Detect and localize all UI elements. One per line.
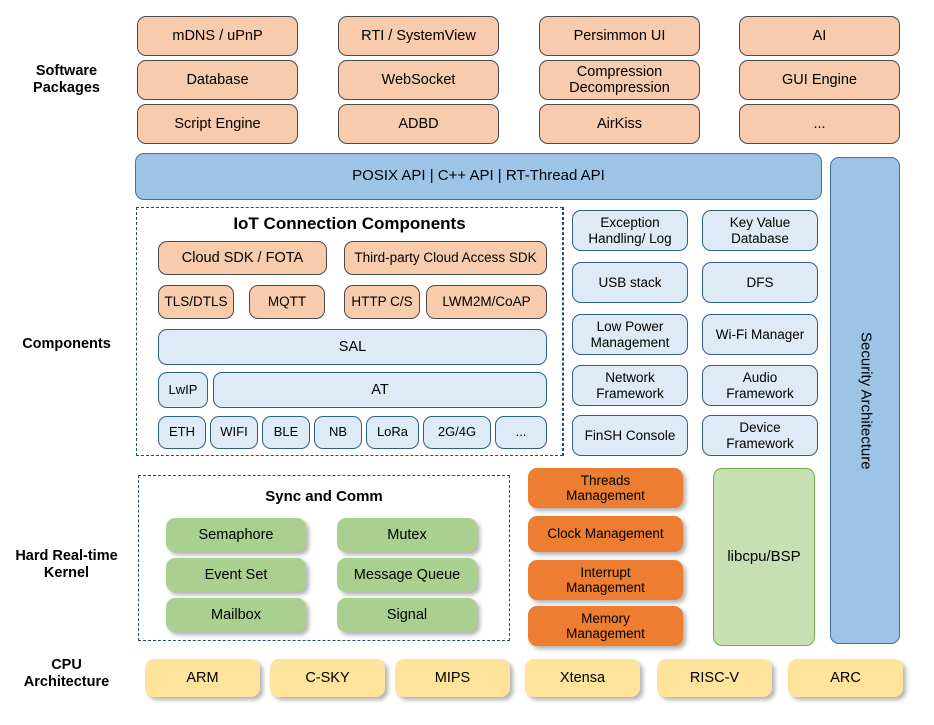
sync-and-comm-title: Sync and Comm: [265, 488, 383, 505]
package-websocket[interactable]: WebSocket: [338, 60, 499, 100]
libcpu-bsp[interactable]: libcpu/BSP: [713, 468, 815, 646]
kernel-threads-management[interactable]: Threads Management: [528, 468, 683, 508]
security-architecture-column[interactable]: Security Architecture: [830, 157, 900, 644]
component-wifi-manager[interactable]: Wi-Fi Manager: [702, 314, 818, 355]
row-label-components: Components: [22, 336, 111, 352]
package-database[interactable]: Database: [137, 60, 298, 100]
package-adbd[interactable]: ADBD: [338, 104, 499, 144]
iot-link-nb[interactable]: NB: [314, 416, 362, 449]
kernel-clock-management[interactable]: Clock Management: [528, 516, 683, 552]
iot-link-2g-4g[interactable]: 2G/4G: [423, 416, 491, 449]
kernel-interrupt-management[interactable]: Interrupt Management: [528, 560, 683, 600]
iot-lwip[interactable]: LwIP: [158, 372, 208, 408]
iot-lwm2m-coap[interactable]: LWM2M/CoAP: [426, 285, 547, 319]
iot-link-eth[interactable]: ETH: [158, 416, 206, 449]
sync-event-set[interactable]: Event Set: [166, 558, 306, 592]
component-low-power-management[interactable]: Low Power Management: [572, 314, 688, 355]
iot-link-wifi[interactable]: WIFI: [210, 416, 258, 449]
component-network-framework[interactable]: Network Framework: [572, 365, 688, 406]
cpu-c-sky[interactable]: C-SKY: [270, 659, 385, 697]
iot-link-lora[interactable]: LoRa: [366, 416, 419, 449]
package-mdns-upnp[interactable]: mDNS / uPnP: [137, 16, 298, 56]
iot-tls-dtls[interactable]: TLS/DTLS: [158, 285, 234, 319]
api-bar[interactable]: POSIX API | C++ API | RT-Thread API: [135, 153, 822, 200]
security-architecture-label: Security Architecture: [857, 331, 875, 470]
sync-and-comm-group: [138, 475, 510, 641]
iot-link-ble[interactable]: BLE: [262, 416, 310, 449]
cpu-risc-v[interactable]: RISC-V: [657, 659, 772, 697]
row-label-cpu-architecture: CPU Architecture: [23, 657, 110, 691]
cpu-arc[interactable]: ARC: [788, 659, 903, 697]
package-more[interactable]: ...: [739, 104, 900, 144]
iot-cloud-sdk-fota[interactable]: Cloud SDK / FOTA: [158, 241, 327, 275]
kernel-memory-management[interactable]: Memory Management: [528, 606, 683, 646]
sync-semaphore[interactable]: Semaphore: [166, 518, 306, 552]
package-rti-systemview[interactable]: RTI / SystemView: [338, 16, 499, 56]
package-compression-decompression[interactable]: Compression Decompression: [539, 60, 700, 100]
components-right-group: [563, 207, 822, 456]
row-label-software-packages: Software Packages: [33, 63, 100, 97]
iot-connection-group: [136, 207, 563, 456]
package-ai[interactable]: AI: [739, 16, 900, 56]
sync-mailbox[interactable]: Mailbox: [166, 598, 306, 632]
row-label-kernel: Hard Real-time Kernel: [15, 548, 118, 582]
cpu-mips[interactable]: MIPS: [395, 659, 510, 697]
package-persimmon-ui[interactable]: Persimmon UI: [539, 16, 700, 56]
iot-connection-title: IoT Connection Components: [233, 214, 466, 233]
sync-signal[interactable]: Signal: [337, 598, 477, 632]
component-audio-framework[interactable]: Audio Framework: [702, 365, 818, 406]
component-device-framework[interactable]: Device Framework: [702, 415, 818, 456]
component-exception-handling-log[interactable]: Exception Handling/ Log: [572, 210, 688, 251]
iot-link-more[interactable]: ...: [495, 416, 547, 449]
iot-http-cs[interactable]: HTTP C/S: [344, 285, 420, 319]
iot-at[interactable]: AT: [213, 372, 547, 408]
iot-sal[interactable]: SAL: [158, 329, 547, 365]
cpu-xtensa[interactable]: Xtensa: [525, 659, 640, 697]
package-airkiss[interactable]: AirKiss: [539, 104, 700, 144]
iot-third-party-cloud-access-sdk[interactable]: Third-party Cloud Access SDK: [344, 241, 547, 275]
package-script-engine[interactable]: Script Engine: [137, 104, 298, 144]
sync-mutex[interactable]: Mutex: [337, 518, 477, 552]
iot-mqtt[interactable]: MQTT: [249, 285, 325, 319]
component-usb-stack[interactable]: USB stack: [572, 262, 688, 303]
cpu-arm[interactable]: ARM: [145, 659, 260, 697]
component-dfs[interactable]: DFS: [702, 262, 818, 303]
sync-message-queue[interactable]: Message Queue: [337, 558, 477, 592]
component-key-value-database[interactable]: Key Value Database: [702, 210, 818, 251]
component-finsh-console[interactable]: FinSH Console: [572, 415, 688, 456]
package-gui-engine[interactable]: GUI Engine: [739, 60, 900, 100]
